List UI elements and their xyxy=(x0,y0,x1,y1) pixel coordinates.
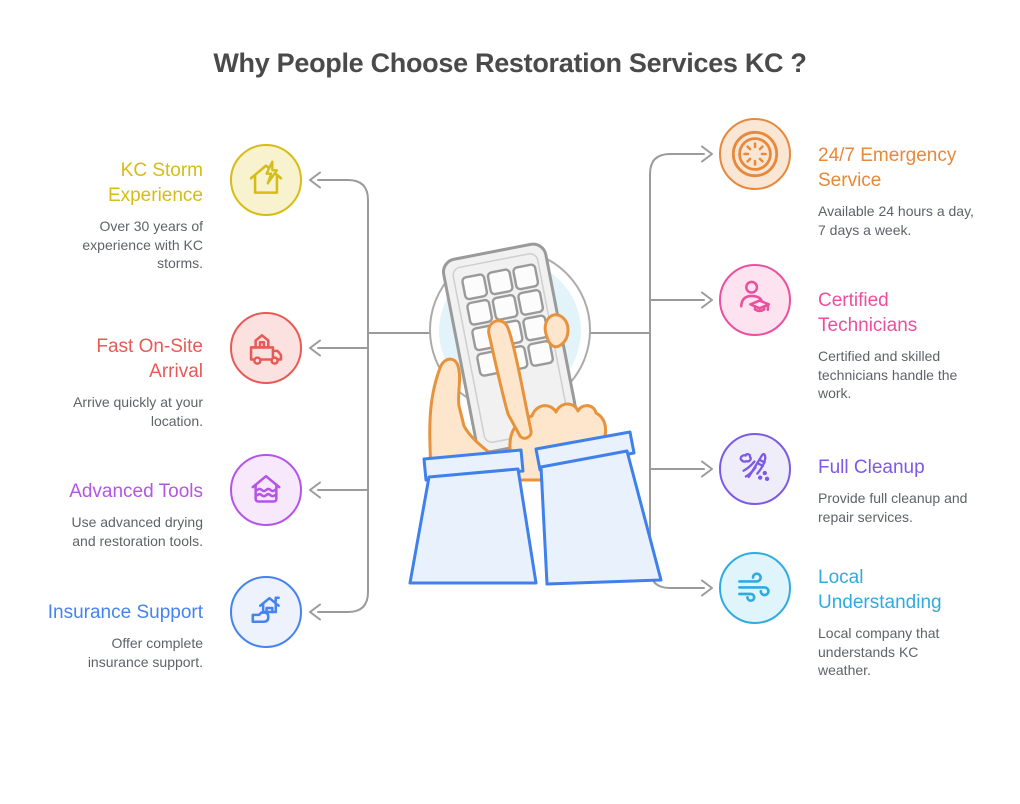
wind-icon xyxy=(719,552,791,624)
moving-truck-icon xyxy=(230,312,302,384)
house-flood-icon xyxy=(230,454,302,526)
feature-heading: KC Storm Experience xyxy=(107,160,203,207)
feature-description: Use advanced drying and restoration tool… xyxy=(71,514,203,549)
house-hand-icon xyxy=(230,576,302,648)
technician-graduate-icon xyxy=(719,264,791,336)
feature-text: KC Storm Experience Over 30 years of exp… xyxy=(8,158,203,273)
page-title: Why People Choose Restoration Services K… xyxy=(213,48,807,78)
feature-text: Local Understanding Local company that u… xyxy=(818,565,1008,680)
feature-heading: Advanced Tools xyxy=(69,481,203,502)
feature-text: Fast On-Site Arrival Arrive quickly at y… xyxy=(8,334,203,430)
feature-heading: Local Understanding xyxy=(818,567,942,614)
feature-text: Full Cleanup Provide full cleanup and re… xyxy=(818,455,1008,526)
feature-description: Provide full cleanup and repair services… xyxy=(818,490,968,525)
feature-description: Over 30 years of experience with KC stor… xyxy=(82,218,203,272)
cleanup-broom-icon xyxy=(719,433,791,505)
feature-description: Offer complete insurance support. xyxy=(87,635,203,670)
feature-heading: 24/7 Emergency Service xyxy=(818,145,957,192)
feature-description: Local company that understands KC weathe… xyxy=(818,625,940,679)
feature-heading: Full Cleanup xyxy=(818,457,925,478)
clock-icon xyxy=(719,118,791,190)
feature-heading: Fast On-Site Arrival xyxy=(96,336,203,383)
feature-description: Available 24 hours a day, 7 days a week. xyxy=(818,203,974,238)
house-lightning-icon xyxy=(230,144,302,216)
feature-description: Certified and skilled technicians handle… xyxy=(818,348,958,402)
feature-heading: Insurance Support xyxy=(47,602,203,623)
feature-text: 24/7 Emergency Service Available 24 hour… xyxy=(818,143,1008,239)
feature-text: Insurance Support Offer complete insuran… xyxy=(8,600,203,671)
feature-heading: Certified Technicians xyxy=(818,290,918,337)
feature-description: Arrive quickly at your location. xyxy=(73,394,203,429)
feature-text: Advanced Tools Use advanced drying and r… xyxy=(8,479,203,550)
feature-text: Certified Technicians Certified and skil… xyxy=(818,288,1008,403)
